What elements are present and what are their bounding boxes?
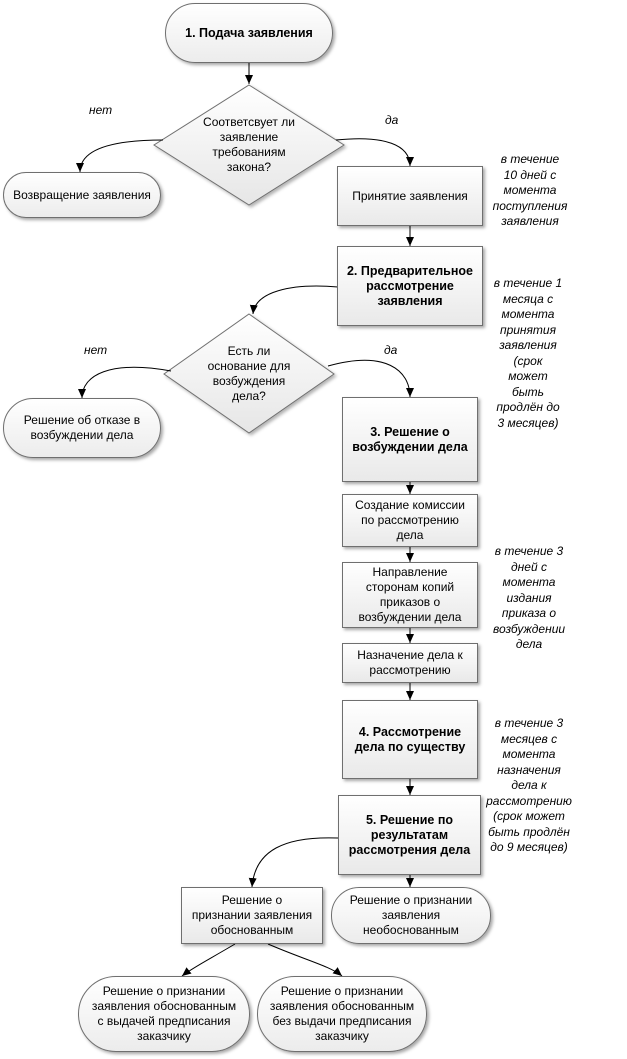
justified-without-order: Решение о признании заявления обоснованн… (257, 976, 427, 1052)
note-3-months: в течение 3 месяцев с момента назначения… (486, 716, 572, 854)
note-10-days: в течение 10 дней с момента поступления … (492, 152, 568, 228)
step-4-merits-review: 4. Рассмотрение дела по существу (342, 700, 478, 779)
label-no-1: нет (89, 103, 113, 117)
create-commission: Создание комиссии по рассмотрению дела (342, 494, 478, 547)
justified-decision: Решение о признании заявления обоснованн… (181, 887, 323, 944)
arrow-n2-to-d2 (249, 285, 339, 315)
label-yes-2: да (384, 343, 398, 357)
accept-application: Принятие заявления (337, 166, 483, 226)
decision-diamond-1 (153, 84, 345, 206)
arrow-d2-no (78, 366, 172, 399)
step-2-preliminary-review: 2. Предварительное рассмотрение заявлени… (337, 246, 483, 326)
decision-1-text: Соответсвует ли заявление требованиям за… (203, 115, 295, 174)
arrow-justified-to-with-order (181, 943, 236, 977)
step-3-initiation: 3. Решение о возбуждении дела (342, 397, 478, 482)
arrow-justified-to-without-order (267, 943, 343, 977)
label-no-2: нет (84, 343, 108, 357)
refusal-decision: Решение об отказе в возбуждении дела (3, 398, 161, 458)
unjustified-decision: Решение о признании заявления необоснова… (331, 887, 491, 944)
step-5-decision: 5. Решение по результатам рассмотрения д… (338, 795, 481, 875)
arrow-d2-yes (327, 359, 414, 398)
return-application: Возвращение заявления (3, 172, 161, 218)
decision-diamond-2 (163, 313, 335, 434)
arrow-d1-no (76, 139, 164, 173)
send-copies: Направление сторонам копий приказов о во… (342, 562, 478, 628)
decision-2-text: Есть ли основание для возбуждения дела? (207, 344, 291, 403)
note-1-month: в течение 1 месяца с момента принятия за… (493, 276, 563, 430)
step-1-submission: 1. Подача заявления (165, 3, 333, 63)
arrow-n5-to-justified (248, 837, 339, 888)
justified-with-order: Решение о признании заявления обоснованн… (78, 976, 250, 1052)
note-3-days: в течение 3 дней с момента издания прика… (492, 544, 566, 651)
label-yes-1: да (385, 113, 399, 127)
assign-case: Назначение дела к рассмотрению (342, 643, 478, 683)
arrow-d1-yes (335, 138, 414, 167)
